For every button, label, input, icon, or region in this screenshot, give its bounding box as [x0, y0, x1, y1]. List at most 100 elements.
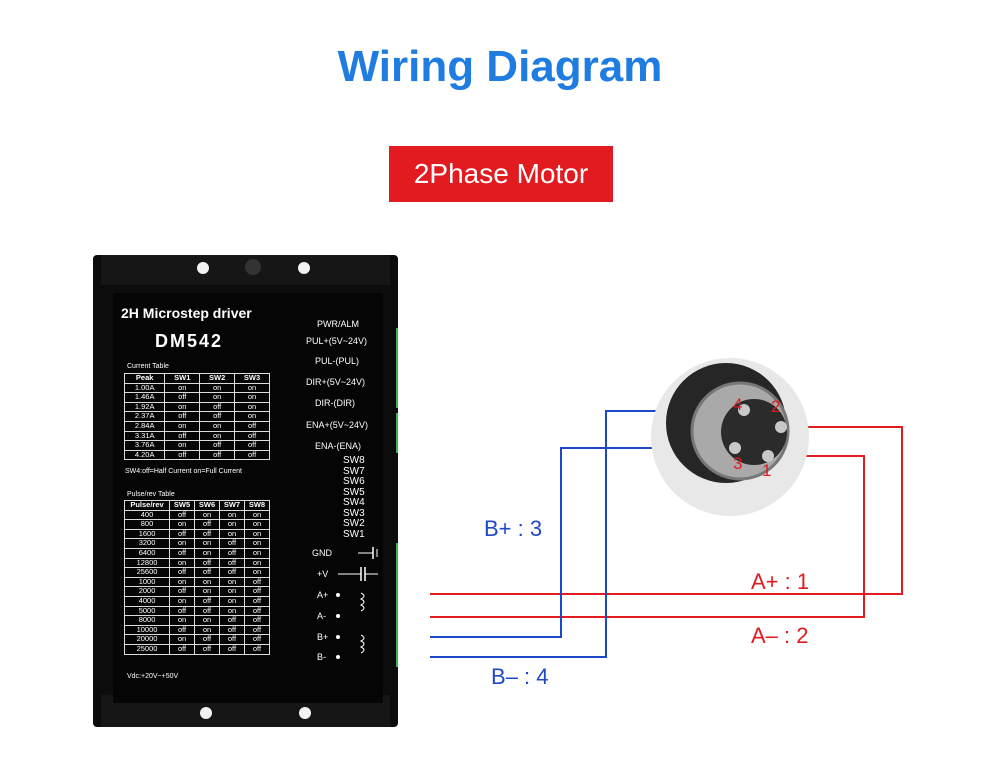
current-table-cell: on	[199, 420, 236, 432]
pulse-table-cell: on	[169, 634, 196, 645]
pulse-table-cell: on	[243, 519, 271, 530]
terminal-label: PUL-(PUL)	[315, 356, 360, 366]
terminal-label: DIR-(DIR)	[315, 398, 355, 408]
terminal-label: PUL+(5V~24V)	[306, 336, 368, 346]
current-table-header-cell: SW1	[164, 373, 201, 384]
power-terminal-label: B+	[317, 632, 329, 642]
pulse-table-cell: 2000	[123, 586, 171, 597]
stepper-driver: 2H Microstep driver DM542 Current Table …	[93, 255, 398, 727]
power-terminal-label: +V	[317, 569, 329, 579]
motor-connector	[651, 358, 809, 516]
switch-label: SW3	[343, 508, 365, 519]
power-terminal-label: B-	[317, 652, 326, 662]
pulse-table-cell: off	[219, 634, 245, 645]
current-table-cell: 2.84A	[123, 420, 166, 432]
current-table-cell: 3.76A	[123, 440, 166, 451]
pin-1-contact	[762, 450, 774, 462]
current-table-header-cell: SW3	[234, 373, 270, 384]
current-table-header-cell: SW2	[199, 373, 236, 384]
pin-3-contact	[729, 442, 741, 454]
pulse-table-header-cell: Pulse/rev	[123, 500, 171, 511]
pulse-table-cell: off	[243, 595, 271, 607]
pulse-table-cell: on	[169, 595, 196, 607]
current-table-cell: on	[199, 392, 236, 403]
pulse-table-cell: 25000	[123, 643, 171, 655]
pulse-table-cell: 8000	[123, 615, 171, 626]
current-table-cell: off	[234, 449, 270, 461]
pulse-table-cell: off	[169, 547, 196, 559]
pulse-table-cell: off	[194, 519, 220, 530]
current-table-cell: on	[164, 420, 201, 432]
wire-b-plus	[430, 447, 735, 638]
current-note: SW4:off=Half Current on=Full Current	[125, 468, 242, 475]
switch-label: SW4	[343, 497, 365, 508]
switch-label: SW5	[343, 487, 365, 498]
wire-label-b-plus: B+ : 3	[484, 516, 543, 541]
motor-type-badge: 2Phase Motor	[389, 146, 613, 202]
current-table-cell: off	[199, 440, 236, 451]
terminal-label: ENA+(5V~24V)	[306, 420, 369, 430]
pulse-table-cell: off	[243, 615, 271, 626]
pulse-table-cell: off	[243, 586, 271, 597]
pulse-table-header-cell: SW6	[194, 500, 220, 511]
pulse-table-header-cell: SW7	[219, 500, 245, 511]
wire-label-b-minus: B– : 4	[491, 664, 549, 689]
pulse-table-cell: off	[243, 643, 271, 655]
power-terminal-label: GND	[312, 548, 332, 558]
pwr-alm-label: PWR/ALM	[317, 319, 360, 329]
pulse-table-cell: on	[219, 519, 245, 530]
wire-label-a-plus: A+ : 1	[751, 569, 810, 594]
pulse-table-cell: 4000	[123, 595, 171, 607]
pulse-table-cell: 6400	[123, 547, 171, 559]
pulse-table-cell: on	[169, 615, 196, 626]
driver-model: DM542	[155, 331, 224, 351]
wire-a-plus	[430, 426, 903, 595]
driver-title: 2H Microstep driver	[121, 305, 252, 321]
pulse-table-cell: off	[194, 634, 220, 645]
current-table-cell: on	[164, 440, 201, 451]
pulse-table-cell: off	[194, 595, 220, 607]
current-table-cell: 4.20A	[123, 449, 166, 461]
current-table-cell: 1.46A	[123, 392, 166, 403]
pulse-table-cell: on	[243, 547, 271, 559]
pulse-table-cell: off	[243, 634, 271, 645]
pin-4-contact	[738, 404, 750, 416]
wire-label-a-minus: A– : 2	[751, 623, 809, 648]
pulse-table-cell: on	[194, 615, 220, 626]
pulse-table-cell: 25600	[123, 567, 171, 578]
vdc-label: Vdc:+20V~+50V	[127, 673, 179, 680]
pulse-table-header-cell: SW8	[243, 500, 271, 511]
pulse-table-cell: 800	[123, 519, 171, 530]
power-terminal-label: A-	[317, 611, 326, 621]
pulse-table-cell: off	[219, 643, 245, 655]
terminal-label: ENA-(ENA)	[315, 441, 362, 451]
switch-label: SW7	[343, 466, 365, 477]
pulse-table-cell: off	[219, 615, 245, 626]
pulse-table-cell: off	[194, 643, 220, 655]
pulse-table-cell: off	[169, 586, 196, 597]
current-table-cell: off	[164, 449, 201, 461]
pulse-table-cell: on	[194, 547, 220, 559]
pulse-table-header-cell: SW5	[169, 500, 196, 511]
terminal-label: DIR+(5V~24V)	[306, 377, 366, 387]
pulse-table-cell: on	[243, 567, 271, 578]
pulse-table-cell: off	[169, 567, 196, 578]
pulse-table-cell: on	[194, 586, 220, 597]
page-title: Wiring Diagram	[337, 42, 663, 91]
current-table-cell: off	[234, 420, 270, 432]
